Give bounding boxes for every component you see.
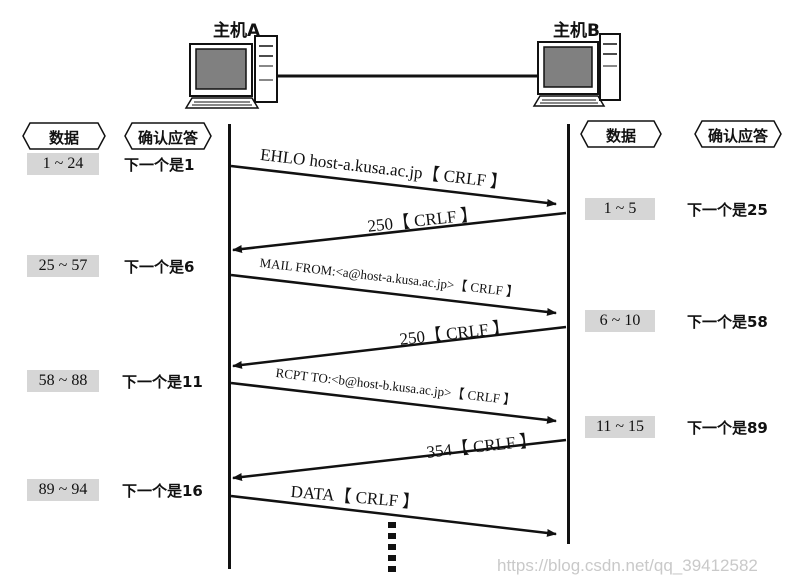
- continuation-dash: [388, 555, 396, 561]
- watermark: https://blog.csdn.net/qq_39412582: [497, 556, 758, 575]
- host-a-ack: 下一个是6: [124, 258, 195, 276]
- host-b-range: 6 ~ 10: [585, 310, 655, 332]
- arrow-rcpt-to: [230, 381, 557, 424]
- continuation-dash: [388, 544, 396, 550]
- host-b-ack: 下一个是89: [687, 419, 768, 437]
- host-a-ack: 下一个是1: [124, 156, 195, 174]
- host-a-range: 25 ~ 57: [27, 255, 99, 277]
- ack-header-a-label: 确认应答: [137, 129, 198, 147]
- continuation-dash: [388, 566, 396, 572]
- network-illustration: [184, 33, 621, 109]
- host-a-ack: 下一个是16: [122, 482, 203, 500]
- ack-header-a: 确认应答: [124, 122, 212, 150]
- ack-header-b: 确认应答: [694, 120, 782, 148]
- host-a-ack: 下一个是11: [122, 373, 203, 391]
- data-header-a-label: 数据: [48, 129, 79, 147]
- host-b-ack: 下一个是25: [687, 201, 768, 219]
- host-b-range: 11 ~ 15: [585, 416, 655, 438]
- host-b-computer-icon: [532, 33, 621, 107]
- arrow-250-1: [232, 211, 567, 253]
- host-a-label: 主机A: [213, 21, 261, 41]
- host-b-ack: 下一个是58: [687, 313, 768, 331]
- host-b-label: 主机B: [553, 21, 600, 41]
- host-a-range: 58 ~ 88: [27, 370, 99, 392]
- host-b-timeline: [567, 124, 570, 544]
- host-a-computer-icon: [184, 35, 278, 109]
- arrow-mail-from: [230, 273, 557, 316]
- continuation-dash: [388, 533, 396, 539]
- continuation-dash: [388, 522, 396, 528]
- host-a-timeline: [228, 124, 231, 569]
- ack-header-b-label: 确认应答: [707, 127, 768, 145]
- arrow-data: [230, 494, 557, 537]
- host-a-range: 89 ~ 94: [27, 479, 99, 501]
- host-a-range: 1 ~ 24: [27, 153, 99, 175]
- host-b-range: 1 ~ 5: [585, 198, 655, 220]
- arrow-ehlo: [230, 164, 557, 207]
- arrow-250-2: [232, 325, 567, 369]
- arrow-354: [232, 438, 567, 481]
- data-header-b-label: 数据: [605, 127, 636, 145]
- data-header-a: 数据: [22, 122, 106, 150]
- data-header-b: 数据: [580, 120, 662, 148]
